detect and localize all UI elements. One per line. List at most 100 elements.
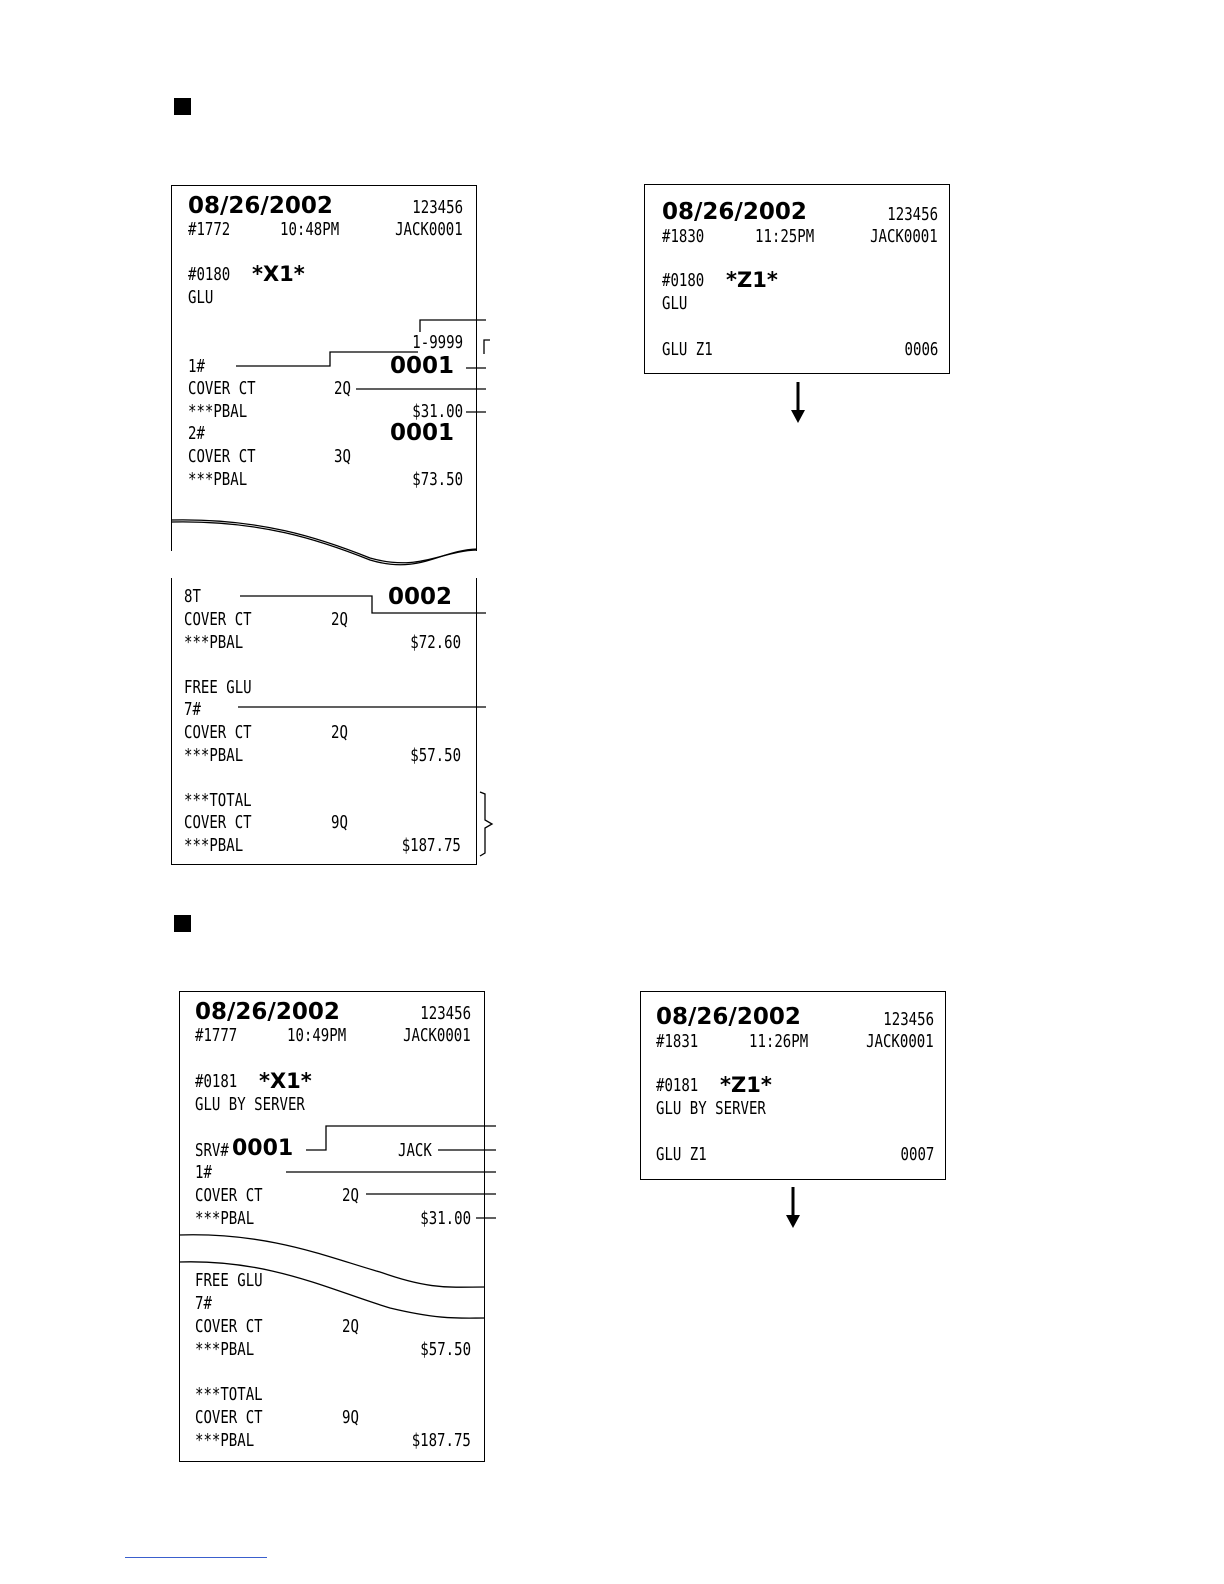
- report-time: 11:26PM: [749, 1031, 809, 1052]
- pbal-label: ***PBAL: [188, 469, 248, 490]
- guest-label: 2#: [188, 423, 205, 444]
- clerk-code: JACK0001: [403, 1025, 471, 1046]
- cover-label: COVER CT: [184, 722, 252, 743]
- cover-count: 2Q: [331, 722, 348, 743]
- pbal-label: ***PBAL: [184, 632, 244, 653]
- guest-label: 1#: [195, 1162, 212, 1183]
- report-mode: *Z1*: [720, 1073, 772, 1097]
- cover-count: 2Q: [331, 609, 348, 630]
- guest-counter: 0001: [390, 420, 455, 446]
- report-code: #0181: [195, 1071, 238, 1092]
- counter-value: 0006: [904, 339, 938, 360]
- clerk-code: JACK0001: [395, 219, 463, 240]
- cover-label: COVER CT: [195, 1316, 263, 1337]
- report-time: 11:25PM: [755, 226, 815, 247]
- cover-count: 9Q: [342, 1407, 359, 1428]
- server-prefix: SRV#: [195, 1140, 229, 1161]
- guest-label: 1#: [188, 356, 205, 377]
- guest-counter: 0001: [390, 353, 455, 379]
- cover-label: COVER CT: [188, 446, 256, 467]
- counter-label: GLU Z1: [656, 1144, 707, 1165]
- report-date: 08/26/2002: [188, 193, 333, 219]
- cover-label: COVER CT: [184, 609, 252, 630]
- footer-rule: [125, 1557, 267, 1558]
- report-time: 10:49PM: [287, 1025, 347, 1046]
- cover-count: 2Q: [342, 1316, 359, 1337]
- report-mode: *Z1*: [726, 268, 778, 292]
- cover-label: COVER CT: [195, 1407, 263, 1428]
- machine-number: 123456: [887, 204, 938, 225]
- leader-line: [306, 1125, 496, 1151]
- cover-label: COVER CT: [195, 1185, 263, 1206]
- guest-label: 7#: [195, 1293, 212, 1314]
- receipt-paper-top: [179, 991, 485, 1289]
- receipt-paper-bottom: [179, 1262, 485, 1462]
- tear-edge: [170, 519, 478, 564]
- report-title: GLU: [188, 287, 214, 308]
- leader-line: [419, 319, 486, 332]
- total-brace: [479, 791, 494, 857]
- total-label: ***TOTAL: [184, 790, 252, 811]
- guest-label: 7#: [184, 699, 201, 720]
- report-date: 08/26/2002: [195, 999, 340, 1025]
- free-glu-label: FREE GLU: [195, 1270, 263, 1291]
- cover-count: 9Q: [331, 812, 348, 833]
- leader-line: [236, 351, 418, 367]
- pbal-value: $187.75: [401, 835, 461, 856]
- pbal-label: ***PBAL: [188, 401, 248, 422]
- guest-counter: 0002: [388, 584, 453, 610]
- section-marker-glu: [174, 98, 191, 115]
- pbal-label: ***PBAL: [184, 745, 244, 766]
- server-name: JACK: [398, 1140, 432, 1161]
- pbal-value: $57.50: [410, 745, 461, 766]
- pbal-label: ***PBAL: [184, 835, 244, 856]
- tear-edge: [178, 1261, 486, 1319]
- pbal-value: $31.00: [420, 1208, 471, 1229]
- cover-count: 2Q: [334, 378, 351, 399]
- report-code: #0181: [656, 1075, 699, 1096]
- receipt-paper: [644, 184, 950, 374]
- machine-number: 123456: [420, 1003, 471, 1024]
- pbal-label: ***PBAL: [195, 1339, 255, 1360]
- report-title: GLU: [662, 293, 688, 314]
- server-number: 0001: [232, 1136, 294, 1161]
- report-code: #0180: [188, 264, 231, 285]
- cover-label: COVER CT: [188, 378, 256, 399]
- pbal-label: ***PBAL: [195, 1430, 255, 1451]
- report-title: GLU BY SERVER: [656, 1098, 766, 1119]
- receipt-paper-bottom: [171, 578, 477, 865]
- counter-value: 0007: [900, 1144, 934, 1165]
- arrow-head: [786, 1215, 800, 1228]
- total-label: ***TOTAL: [195, 1384, 263, 1405]
- cover-label: COVER CT: [184, 812, 252, 833]
- consecutive-number: #1831: [656, 1031, 699, 1052]
- pbal-value: $57.50: [420, 1339, 471, 1360]
- consecutive-number: #1772: [188, 219, 231, 240]
- pbal-value: $72.60: [410, 632, 461, 653]
- free-glu-label: FREE GLU: [184, 677, 252, 698]
- tear-edge: [178, 1234, 486, 1288]
- report-time: 10:48PM: [280, 219, 340, 240]
- arrow-head: [791, 410, 805, 423]
- leader-line: [483, 339, 490, 354]
- report-date: 08/26/2002: [656, 1004, 801, 1030]
- report-mode: *X1*: [259, 1069, 312, 1093]
- counter-label: GLU Z1: [662, 339, 713, 360]
- consecutive-number: #1777: [195, 1025, 238, 1046]
- machine-number: 123456: [883, 1009, 934, 1030]
- pbal-value: $187.75: [411, 1430, 471, 1451]
- pbal-label: ***PBAL: [195, 1208, 255, 1229]
- report-title: GLU BY SERVER: [195, 1094, 305, 1115]
- leader-line: [240, 595, 486, 614]
- receipt-paper-top: [171, 185, 477, 551]
- report-code: #0180: [662, 270, 705, 291]
- guest-range: 1-9999: [412, 332, 463, 353]
- receipt-paper: [640, 991, 946, 1180]
- report-mode: *X1*: [252, 262, 305, 286]
- report-date: 08/26/2002: [662, 199, 807, 225]
- section-marker-glu-by-server: [174, 915, 191, 932]
- guest-label: 8T: [184, 586, 201, 607]
- consecutive-number: #1830: [662, 226, 705, 247]
- clerk-code: JACK0001: [866, 1031, 934, 1052]
